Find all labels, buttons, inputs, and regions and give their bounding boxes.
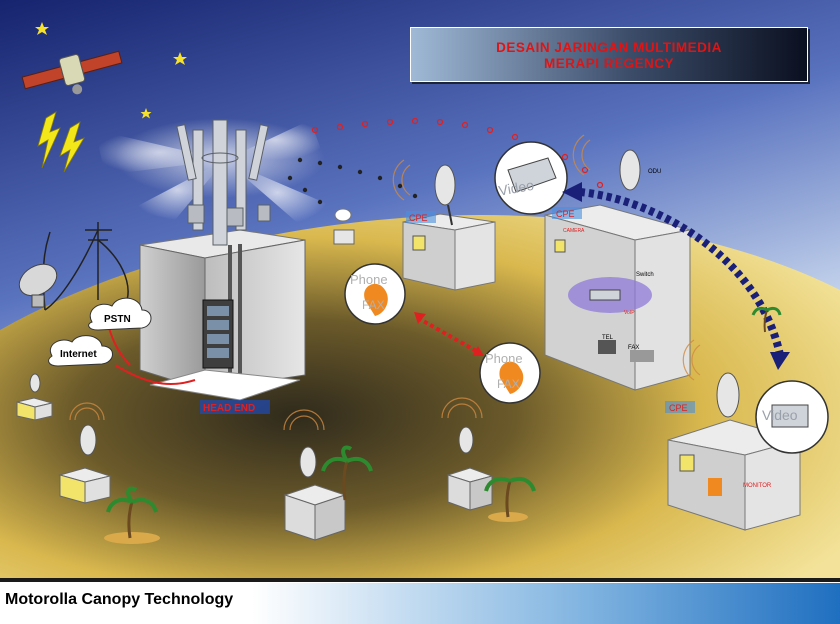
video-link-arrow	[562, 182, 790, 370]
cpe-top-label: CPE	[409, 213, 428, 223]
internet-label: Internet	[60, 349, 97, 360]
phone-left-label: Phone	[350, 272, 388, 287]
phone-link-arrow	[414, 312, 484, 356]
pstn-label: PSTN	[104, 314, 131, 325]
house-small-left	[16, 373, 53, 421]
title-line-2: MERAPI REGENCY	[543, 56, 675, 71]
palm-trees	[104, 306, 782, 544]
odu-label: ODU	[648, 169, 661, 175]
antenna-tower	[176, 119, 271, 246]
fax-left-label: FAX	[362, 298, 385, 312]
footer-separator	[0, 578, 840, 582]
cpe-small-top	[333, 208, 355, 245]
title-line-1: DESAIN JARINGAN MULTIMEDIA	[496, 40, 722, 55]
cpe-office-label: CPE	[556, 209, 575, 219]
network-scene: PSTN Internet HEAD END CPE Phone FAX	[0, 0, 840, 580]
house-bottom-left	[58, 424, 112, 504]
house-bottom-mid	[283, 446, 347, 541]
cpe-house-right	[667, 372, 802, 531]
fax-mid-label: FAX	[497, 377, 520, 391]
fax-label: FAX	[628, 345, 639, 351]
video-right-label: Video	[762, 407, 798, 423]
satellite-icon	[21, 50, 123, 95]
footer-title: Motorolla Canopy Technology	[5, 591, 234, 608]
footer-bar: Motorolla Canopy Technology	[0, 583, 840, 624]
lightning-icon	[37, 111, 85, 173]
satellite-dish-icon	[18, 263, 58, 308]
black-dotted-arc	[287, 157, 418, 205]
signal-waves	[69, 134, 701, 431]
phone-fax-bubble-left: Phone FAX	[344, 263, 406, 325]
stars	[35, 22, 187, 119]
video-top-label: Video	[497, 177, 535, 199]
camera-label: CAMERA	[563, 228, 585, 234]
cpe-right-label: CPE	[669, 403, 688, 413]
video-monitor-bubble: Video	[755, 380, 829, 454]
pstn-cloud: PSTN	[88, 297, 152, 331]
house-bottom-center	[446, 426, 494, 511]
video-camera-bubble: Video	[494, 141, 568, 215]
voip-label: VoIP	[624, 310, 635, 316]
head-end-label-bg	[200, 400, 270, 414]
switch-label: Switch	[636, 272, 654, 278]
tel-label: TEL	[602, 335, 614, 341]
cpe-house-top	[402, 164, 496, 291]
diagram-title-box: DESAIN JARINGAN MULTIMEDIA MERAPI REGENC…	[410, 27, 808, 82]
head-end-label: HEAD END	[203, 403, 255, 414]
internet-cloud: Internet	[48, 335, 113, 367]
phone-mid-label: Phone	[485, 351, 523, 366]
phone-fax-bubble-mid: Phone FAX	[479, 342, 541, 404]
head-end-building	[139, 229, 306, 401]
monitor-label: MONITOR	[743, 483, 772, 489]
